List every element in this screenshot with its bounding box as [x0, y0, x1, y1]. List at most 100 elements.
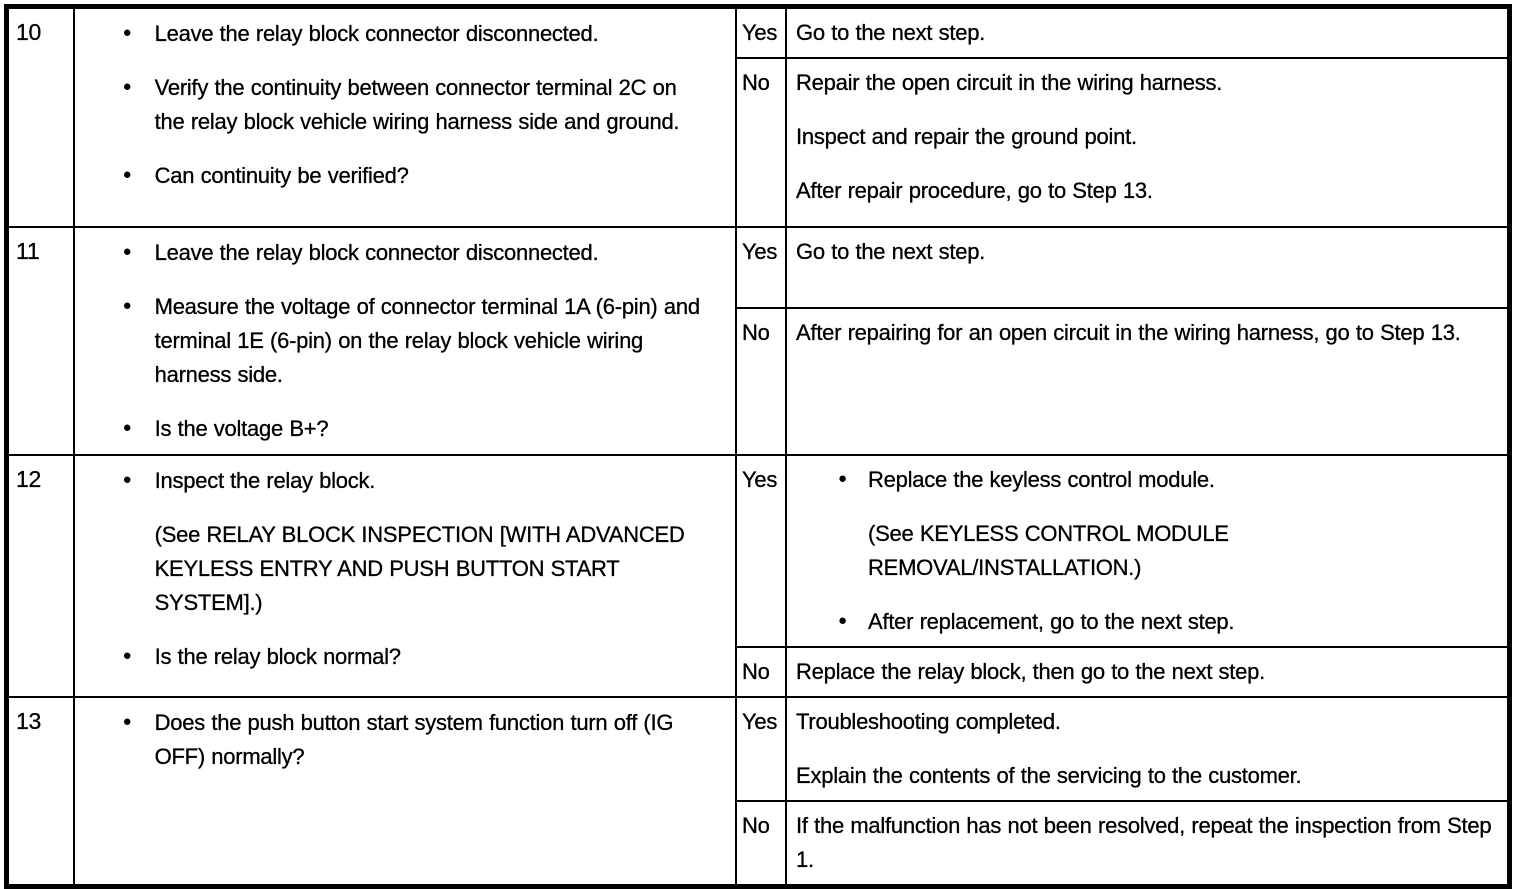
inspection-cell: ● Leave the relay block connector disconn… [72, 226, 737, 456]
item-text: Verify the continuity between connector … [154, 75, 680, 134]
text-paragraph: Replace the relay block, then go to the … [796, 655, 1499, 689]
result-label-cell: Yes [734, 696, 788, 802]
step-number-cell: 11 [5, 226, 75, 456]
bullet-icon: ● [122, 297, 132, 314]
result-subrow: No Replace the relay block, then go to th… [7, 646, 1511, 698]
result-label: No [741, 70, 770, 95]
inspection-cell: ● Inspect the relay block. (See RELAY BLOC… [72, 454, 737, 698]
step-number: 12 [16, 466, 42, 492]
action-cell: ● Replace the keyless control module. (See… [785, 454, 1511, 648]
bullet-icon: ● [122, 471, 132, 488]
bullet-icon: ● [122, 78, 132, 95]
item-text: If the malfunction has not been resolved… [796, 813, 1492, 872]
text-paragraph: Repair the open circuit in the wiring ha… [796, 66, 1499, 100]
item-text: After repairing for an open circuit in t… [796, 320, 1461, 346]
item-text: Measure the voltage of connector termina… [154, 294, 700, 387]
bullet-icon: ● [122, 713, 132, 730]
item-text: Does the push button start system functi… [154, 710, 674, 769]
text-paragraph: (See KEYLESS CONTROL MODULE REMOVAL/INST… [796, 517, 1499, 585]
bullet-item: ● Is the voltage B+? [76, 412, 729, 446]
step-row: 12 ● Inspect the relay block. (See RELAY BL… [5, 454, 1511, 698]
item-text: Inspect and repair the ground point. [796, 124, 1137, 149]
step-row: 11 ● Leave the relay block connector disco… [5, 225, 1511, 456]
bullet-item: ● Can continuity be verified? [76, 159, 729, 193]
text-paragraph: If the malfunction has not been resolved… [796, 809, 1499, 877]
item-text: Replace the relay block, then go to the … [796, 659, 1266, 684]
bullet-item: ● Verify the continuity between connector… [76, 71, 729, 139]
step-row: 13 ● Does the push button start system fun… [5, 696, 1511, 888]
bullet-item: ● Measure the voltage of connector termin… [76, 290, 729, 392]
item-text: Leave the relay block connector disconne… [154, 240, 599, 265]
result-label: No [741, 813, 770, 838]
text-paragraph: Go to the next step. [796, 16, 1499, 50]
bullet-item: ●After replacement, go to the next step. [796, 605, 1499, 639]
item-text: (See RELAY BLOCK INSPECTION [WITH ADVANC… [154, 522, 685, 615]
text-paragraph: Troubleshooting completed. [796, 705, 1499, 739]
text-paragraph: Explain the contents of the servicing to… [796, 759, 1499, 793]
result-label-cell: No [734, 800, 788, 888]
action-cell: Troubleshooting completed. Explain the co… [785, 696, 1511, 802]
bullet-icon: ● [838, 470, 847, 487]
troubleshooting-table: 10 ● Leave the relay block connector disco… [4, 4, 1512, 889]
inspection-cell: ● Leave the relay block connector disconn… [72, 5, 737, 228]
result-label-cell: No [734, 646, 788, 698]
step-number-cell: 10 [5, 5, 75, 228]
bullet-icon: ● [122, 166, 132, 183]
result-subrow: No After repairing for an open circuit in… [7, 307, 1511, 456]
step-row: 10 ● Leave the relay block connector disco… [5, 5, 1511, 228]
step-number-cell: 13 [5, 696, 75, 888]
item-text: (See KEYLESS CONTROL MODULE REMOVAL/INST… [868, 521, 1229, 580]
step-number-cell: 12 [5, 454, 75, 698]
bullet-item: ● Is the relay block normal? [76, 640, 729, 674]
item-text: Troubleshooting completed. [796, 709, 1061, 734]
step-number: 13 [16, 708, 42, 734]
result-label: No [741, 320, 770, 346]
item-text: Is the relay block normal? [154, 644, 401, 669]
result-label-cell: No [734, 57, 788, 228]
text-paragraph: After repairing for an open circuit in t… [796, 316, 1499, 350]
step-number: 11 [16, 238, 40, 264]
text-paragraph: After repair procedure, go to Step 13. [796, 174, 1499, 208]
bullet-icon: ● [122, 24, 132, 41]
result-label: Yes [741, 467, 778, 492]
result-label-cell: Yes [734, 454, 788, 648]
action-cell: After repairing for an open circuit in t… [785, 307, 1511, 456]
document-page: 10 ● Leave the relay block connector disco… [4, 4, 1512, 889]
result-label: No [741, 659, 770, 684]
bullet-icon: ● [122, 647, 132, 664]
result-label-cell: Yes [734, 5, 788, 59]
bullet-item: ● Leave the relay block connector disconn… [76, 236, 729, 270]
result-label-cell: No [734, 307, 788, 456]
item-text: After replacement, go to the next step. [868, 609, 1235, 634]
result-label: Yes [741, 20, 778, 45]
step-number: 10 [16, 19, 42, 45]
bullet-item: ● Inspect the relay block. [76, 464, 729, 498]
action-cell: Go to the next step. [785, 5, 1511, 59]
item-text: Go to the next step. [796, 20, 986, 45]
item-text: Is the voltage B+? [154, 416, 329, 441]
text-paragraph: (See RELAY BLOCK INSPECTION [WITH ADVANC… [76, 518, 729, 620]
result-label-cell: Yes [734, 225, 788, 310]
item-text: Repair the open circuit in the wiring ha… [796, 70, 1223, 95]
result-label: Yes [741, 239, 778, 264]
bullet-item: ● Does the push button start system funct… [76, 706, 729, 774]
item-text: Replace the keyless control module. [868, 467, 1215, 492]
item-text: Go to the next step. [796, 239, 986, 264]
action-cell: Replace the relay block, then go to the … [785, 646, 1511, 698]
inspection-cell: ● Does the push button start system funct… [72, 696, 737, 888]
text-paragraph: Inspect and repair the ground point. [796, 120, 1499, 154]
item-text: Can continuity be verified? [154, 163, 409, 188]
text-paragraph: Go to the next step. [796, 235, 1499, 269]
item-text: Inspect the relay block. [154, 468, 376, 493]
bullet-item: ● Replace the keyless control module. [796, 463, 1499, 497]
bullet-icon: ● [122, 243, 132, 260]
item-text: After repair procedure, go to Step 13. [796, 178, 1153, 203]
bullet-item: ● Leave the relay block connector disconn… [76, 17, 729, 51]
bullet-icon: ● [122, 419, 132, 436]
item-text: Explain the contents of the servicing to… [796, 763, 1302, 788]
result-subrow: No Repair the open circuit in the wiring … [7, 57, 1511, 228]
action-cell: Repair the open circuit in the wiring ha… [785, 57, 1511, 228]
action-cell: Go to the next step. [785, 225, 1511, 310]
action-cell: If the malfunction has not been resolved… [785, 800, 1511, 888]
item-text: Leave the relay block connector disconne… [154, 21, 599, 46]
